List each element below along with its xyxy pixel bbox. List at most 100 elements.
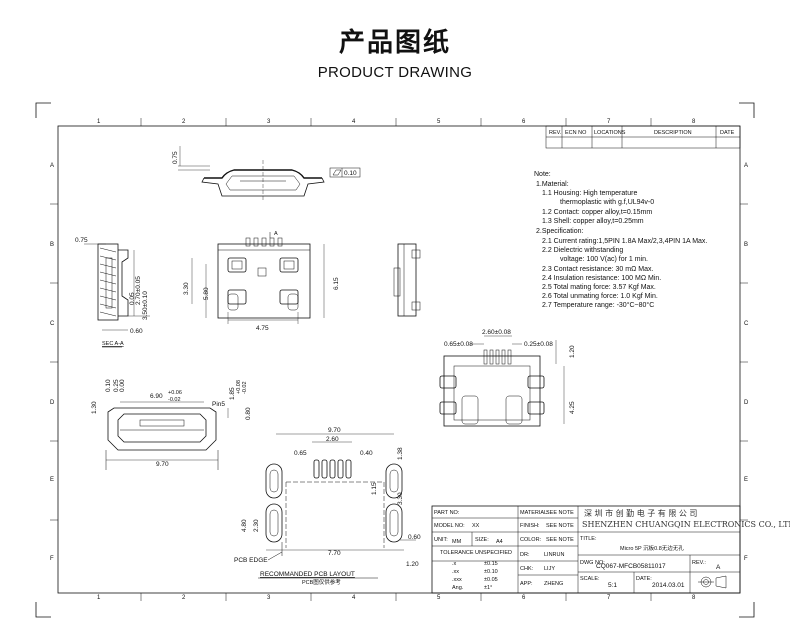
dwg-value: CQ067-MFCB05811017 bbox=[596, 563, 666, 570]
note-line-13: 2.6 Total unmating force: 1.0 Kgf Min. bbox=[542, 293, 658, 300]
notes-title: Note: bbox=[534, 171, 551, 178]
dim-138: 1.38 bbox=[397, 447, 404, 460]
dim-060a: 0.60 bbox=[130, 328, 143, 335]
part-no-label: PART NO: bbox=[434, 510, 460, 516]
revision-table: REV. ECN NO LOCATIONS DESCRIPTION DATE bbox=[545, 125, 741, 149]
drawing-frame bbox=[57, 125, 741, 594]
dim-330b: 3.30 bbox=[397, 492, 404, 505]
dim-002: -0.02 bbox=[168, 397, 181, 403]
color-value: SEE NOTE bbox=[546, 537, 574, 543]
dim-260b: 2.60 bbox=[326, 436, 339, 443]
dim-005: 0.05 bbox=[129, 292, 136, 305]
grid-col-7-bottom: 7 bbox=[607, 595, 611, 601]
note-line-9: voltage: 100 V(ac) for 1 min. bbox=[560, 256, 648, 263]
size-value: A4 bbox=[496, 539, 503, 545]
dim-120a: 1.20 bbox=[569, 345, 576, 358]
dim-970b: 9.70 bbox=[328, 427, 341, 434]
dim-480: 4.80 bbox=[241, 519, 248, 532]
grid-col-3-bottom: 3 bbox=[267, 595, 271, 601]
pcb-layout-title: RECOMMANDED PCB LAYOUT bbox=[260, 571, 355, 578]
dim-185: 1.85 bbox=[229, 387, 236, 400]
grid-col-1-bottom: 1 bbox=[97, 595, 101, 601]
title-en: PRODUCT DRAWING bbox=[317, 64, 473, 81]
note-line-3: thermoplastic with g.f,UL94v-0 bbox=[560, 199, 654, 206]
unit-label: UNIT: bbox=[434, 537, 448, 543]
chk-value: LIJY bbox=[544, 566, 555, 572]
scale-value: 5:1 bbox=[608, 582, 617, 589]
dim-000: 0.00 bbox=[119, 379, 126, 392]
dim-040: 0.40 bbox=[360, 450, 373, 457]
title-block: PART NO: MODEL NO: XX UNIT: MM SIZE: A4 … bbox=[431, 505, 790, 594]
dim-065a: 0.65±0.08 bbox=[444, 341, 473, 348]
grid-row-e-right: E bbox=[744, 477, 748, 483]
pcb-edge-label: PCB EDGE bbox=[234, 557, 268, 564]
title-label: TITLE: bbox=[580, 536, 597, 542]
tol-key-1: .xx bbox=[452, 569, 459, 575]
grid-col-8-bottom: 8 bbox=[692, 595, 696, 601]
dim-130: 1.30 bbox=[91, 401, 98, 414]
grid-col-2-top: 2 bbox=[182, 119, 186, 125]
dr-label: DR: bbox=[520, 552, 530, 558]
grid-col-7-top: 7 bbox=[607, 119, 611, 125]
section-marker-a: A bbox=[274, 231, 278, 237]
note-line-5: 1.3 Shell: copper alloy,t=0.25mm bbox=[542, 218, 644, 225]
dwg-label: DWG NO: bbox=[580, 560, 605, 566]
finish-label: FINISH: bbox=[520, 523, 540, 529]
note-line-10: 2.3 Contact resistance: 30 mΩ Max. bbox=[542, 266, 654, 273]
note-line-11: 2.4 Insulation resistance: 100 MΩ Min. bbox=[542, 275, 661, 282]
dim-115: 1.15 bbox=[371, 482, 378, 495]
flatness-tol: 0.10 bbox=[344, 170, 357, 177]
dim-970a: 9.70 bbox=[156, 461, 169, 468]
dr-value: LINRUN bbox=[544, 552, 565, 558]
date-value: 2014.03.01 bbox=[652, 582, 685, 589]
tolerance-label: TOLERANCE UNSPECIFIED bbox=[440, 550, 512, 556]
pin5-label: Pin5 bbox=[212, 401, 225, 408]
size-label: SIZE: bbox=[475, 537, 489, 543]
dim-230: 2.30 bbox=[253, 519, 260, 532]
grid-row-c-right: C bbox=[744, 321, 749, 327]
grid-labels: 1 2 3 4 5 6 7 8 1 2 3 4 5 6 7 8 A B C D … bbox=[50, 119, 749, 601]
dim-080: 0.80 bbox=[245, 407, 252, 420]
dim-075a: 0.75 bbox=[172, 151, 179, 164]
rev-header-rev: REV. bbox=[549, 130, 562, 136]
unit-value: MM bbox=[452, 539, 462, 545]
dim-475: 4.75 bbox=[256, 325, 269, 332]
projection-symbol-icon bbox=[698, 575, 727, 589]
chk-label: CHK: bbox=[520, 566, 534, 572]
note-line-7: 2.1 Current rating:1,5PIN 1.8A Max/2,3,4… bbox=[542, 238, 707, 245]
grid-ticks bbox=[50, 118, 748, 601]
grid-row-a-right: A bbox=[744, 163, 748, 169]
section-label: SEC A-A bbox=[102, 341, 124, 347]
tol-val-0: ±0.15 bbox=[484, 561, 498, 567]
dim-690: 6.90 bbox=[150, 393, 163, 400]
color-label: COLOR: bbox=[520, 537, 542, 543]
grid-col-2-bottom: 2 bbox=[182, 595, 186, 601]
note-line-12: 2.5 Total mating force: 3.57 Kgf Max. bbox=[542, 284, 656, 291]
side-view bbox=[393, 243, 421, 317]
front-view: 0.75 0.10 bbox=[172, 146, 361, 200]
dim-580: 5.80 bbox=[203, 287, 210, 300]
grid-row-e-left: E bbox=[50, 477, 54, 483]
rev-header-locations: LOCATIONS bbox=[594, 130, 626, 136]
dim-330a: 3.30 bbox=[183, 282, 190, 295]
tol-val-3: ±1° bbox=[484, 585, 492, 591]
top-view: A 4.75 3.30 5.80 6.15 bbox=[183, 231, 340, 332]
dim-075b: 0.75 bbox=[75, 237, 88, 244]
scale-label: SCALE: bbox=[580, 576, 600, 582]
app-value: ZHENG bbox=[544, 581, 563, 587]
dim-025b: 0.25 bbox=[113, 379, 120, 392]
tol-val-1: ±0.10 bbox=[484, 569, 498, 575]
tol-key-0: .x bbox=[452, 561, 457, 567]
dim-350: 3.50±0.10 bbox=[142, 291, 149, 320]
model-no-label: MODEL NO: bbox=[434, 523, 465, 529]
rev-header-ecn: ECN NO bbox=[565, 130, 587, 136]
grid-col-4-top: 4 bbox=[352, 119, 356, 125]
grid-col-5-top: 5 bbox=[437, 119, 441, 125]
dim-770: 7.70 bbox=[328, 550, 341, 557]
grid-row-a-left: A bbox=[50, 163, 54, 169]
grid-row-c-left: C bbox=[50, 321, 55, 327]
section-aa: 0.75 0.05 2.70±0.05 3.50±0.10 0.60 SEC A… bbox=[75, 237, 150, 348]
note-line-1: 1.Material: bbox=[536, 181, 569, 188]
rev-label: REV.: bbox=[692, 560, 706, 566]
